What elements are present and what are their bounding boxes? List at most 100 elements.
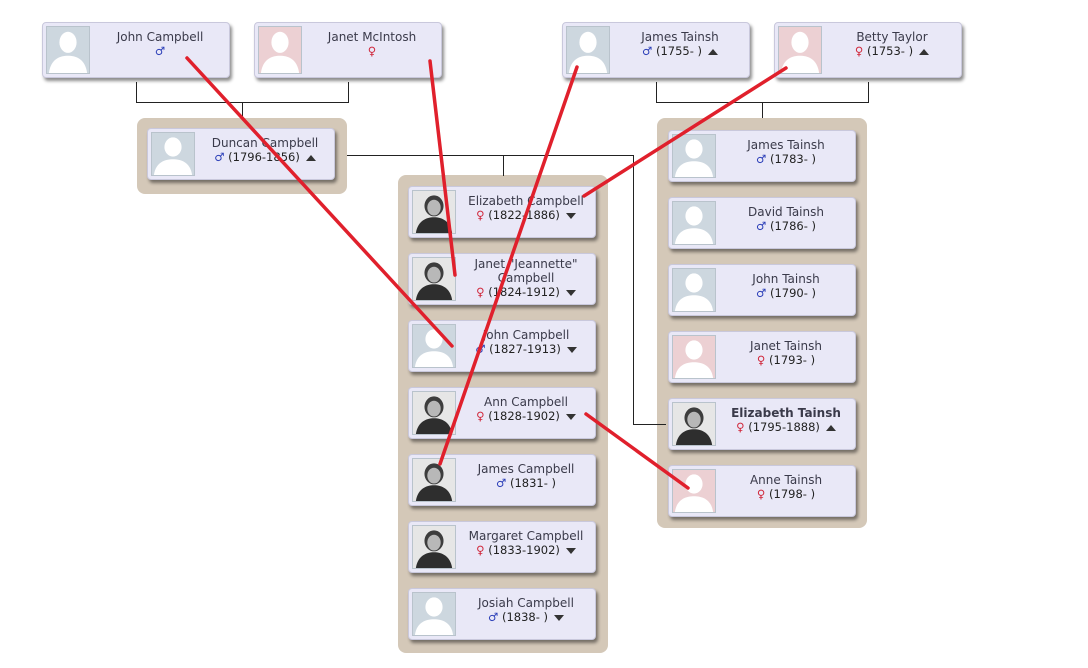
person-name: Elizabeth Tainsh: [731, 406, 841, 420]
male-symbol-icon: ♂: [755, 152, 767, 166]
life-dates: (1786- ): [769, 219, 816, 233]
expand-down-icon[interactable]: [565, 289, 576, 296]
expand-down-icon[interactable]: [566, 346, 577, 353]
connector: [633, 155, 634, 424]
person-name: Janet Tainsh: [750, 339, 822, 353]
male-symbol-icon: ♂: [475, 342, 486, 356]
life-dates: (1783- ): [769, 152, 816, 166]
person-card-james-campbell[interactable]: James Campbell ♂ (1831- ): [408, 454, 596, 506]
person-card-duncan-campbell[interactable]: Duncan Campbell ♂ (1796-1856): [147, 128, 335, 180]
person-card-margaret-campbell[interactable]: Margaret Campbell ♀ (1833-1902): [408, 521, 596, 573]
connector: [242, 102, 243, 118]
connector: [136, 82, 137, 103]
male-symbol-icon: ♂: [755, 219, 767, 233]
life-dates: (1793- ): [769, 353, 816, 367]
person-card-anne-tainsh[interactable]: Anne Tainsh ♀ (1798- ): [668, 465, 856, 517]
person-card-david-tainsh[interactable]: David Tainsh ♂ (1786- ): [668, 197, 856, 249]
person-card-elizabeth-tainsh[interactable]: Elizabeth Tainsh ♀ (1795-1888): [668, 398, 856, 450]
person-card-john-tainsh[interactable]: John Tainsh ♂ (1790- ): [668, 264, 856, 316]
expand-up-icon[interactable]: [305, 154, 316, 161]
life-dates: (1824-1912): [488, 285, 560, 299]
person-card-betty-taylor[interactable]: Betty Taylor ♀ (1753- ): [774, 22, 962, 78]
expand-down-icon[interactable]: [565, 547, 576, 554]
expand-down-icon[interactable]: [565, 212, 576, 219]
person-name: Ann Campbell: [484, 395, 568, 409]
person-name: John Tainsh: [752, 272, 820, 286]
male-symbol-icon: ♂: [214, 150, 225, 164]
male-silhouette-icon: [672, 134, 716, 178]
connector: [656, 82, 657, 103]
person-card-james-tainsh-sr[interactable]: James Tainsh ♂ (1755- ): [562, 22, 750, 78]
male-silhouette-icon: [151, 132, 195, 176]
person-card-elizabeth-campbell[interactable]: Elizabeth Campbell ♀ (1822-1886): [408, 186, 596, 238]
expand-up-icon[interactable]: [825, 424, 836, 431]
life-dates: (1827-1913): [489, 342, 561, 356]
person-card-janet-jeannette-campbell[interactable]: Janet "Jeannette" Campbell ♀ (1824-1912): [408, 253, 596, 305]
person-name: David Tainsh: [748, 205, 824, 219]
connector: [348, 82, 349, 103]
male-silhouette-icon: [412, 592, 456, 636]
person-name: Janet "Jeannette" Campbell: [474, 257, 578, 285]
female-symbol-icon: ♀: [476, 409, 485, 423]
life-dates: (1753- ): [867, 44, 914, 58]
person-name: Duncan Campbell: [211, 136, 319, 150]
person-name: Janet McIntosh: [327, 30, 417, 44]
person-name: James Tainsh: [747, 138, 825, 152]
female-silhouette-icon: [672, 469, 716, 513]
female-symbol-icon: ♀: [476, 208, 485, 222]
life-dates: (1838- ): [501, 610, 548, 624]
life-dates: (1828-1902): [488, 409, 560, 423]
female-silhouette-icon: [778, 26, 822, 74]
female-symbol-icon: ♀: [476, 285, 485, 299]
life-dates: (1831- ): [509, 476, 556, 490]
person-name: Josiah Campbell: [478, 596, 574, 610]
person-name: James Tainsh: [641, 30, 719, 44]
connector: [762, 102, 763, 118]
connector: [868, 82, 869, 103]
person-card-john-campbell-sr[interactable]: John Campbell ♂: [42, 22, 230, 78]
female-silhouette-icon: [672, 335, 716, 379]
expand-up-icon[interactable]: [919, 48, 930, 55]
person-name: John Campbell: [482, 328, 570, 342]
female-symbol-icon: ♀: [476, 543, 485, 557]
person-card-josiah-campbell[interactable]: Josiah Campbell ♂ (1838- ): [408, 588, 596, 640]
expand-down-icon[interactable]: [554, 614, 564, 621]
expand-up-icon[interactable]: [708, 48, 718, 55]
female-symbol-icon: ♀: [756, 487, 766, 501]
male-symbol-icon: ♂: [154, 44, 166, 58]
portrait-photo: [412, 525, 456, 569]
female-symbol-icon: ♀: [367, 44, 377, 58]
male-symbol-icon: ♂: [487, 610, 499, 624]
expand-down-icon[interactable]: [565, 413, 576, 420]
male-symbol-icon: ♂: [641, 44, 653, 58]
person-name: Elizabeth Campbell: [468, 194, 584, 208]
female-symbol-icon: ♀: [756, 353, 766, 367]
person-card-janet-tainsh[interactable]: Janet Tainsh ♀ (1793- ): [668, 331, 856, 383]
male-symbol-icon: ♂: [755, 286, 767, 300]
portrait-photo: [412, 391, 456, 435]
connector: [347, 155, 633, 156]
life-dates: (1796-1856): [228, 150, 300, 164]
connector: [633, 424, 666, 425]
male-symbol-icon: ♂: [495, 476, 507, 490]
male-silhouette-icon: [566, 26, 610, 74]
life-dates: (1795-1888): [748, 420, 820, 434]
person-name: James Campbell: [477, 462, 575, 476]
male-silhouette-icon: [46, 26, 90, 74]
male-silhouette-icon: [412, 324, 456, 368]
connector: [503, 155, 504, 176]
life-dates: (1822-1886): [488, 208, 560, 222]
person-card-james-tainsh[interactable]: James Tainsh ♂ (1783- ): [668, 130, 856, 182]
portrait-photo: [412, 458, 456, 502]
portrait-photo: [672, 402, 716, 446]
life-dates: (1790- ): [769, 286, 816, 300]
life-dates: (1755- ): [655, 44, 702, 58]
person-card-janet-mcintosh[interactable]: Janet McIntosh ♀: [254, 22, 442, 78]
female-symbol-icon: ♀: [854, 44, 864, 58]
person-card-ann-campbell[interactable]: Ann Campbell ♀ (1828-1902): [408, 387, 596, 439]
person-card-john-campbell[interactable]: John Campbell ♂ (1827-1913): [408, 320, 596, 372]
portrait-photo: [412, 190, 456, 234]
person-name: Betty Taylor: [856, 30, 928, 44]
portrait-photo: [412, 257, 456, 301]
life-dates: (1798- ): [769, 487, 816, 501]
